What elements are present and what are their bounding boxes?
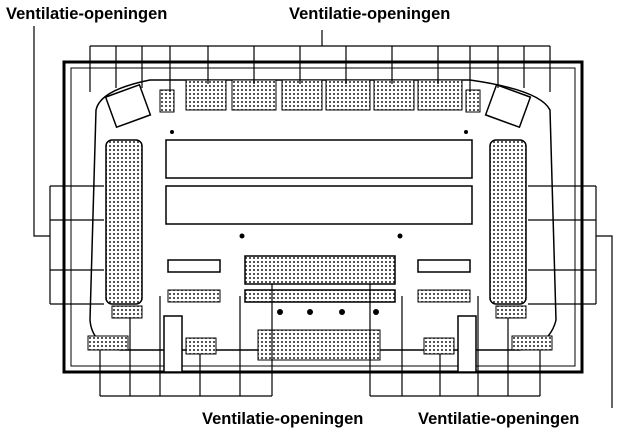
vent-grille [87, 335, 129, 351]
vent-grille [281, 79, 323, 111]
center-vent-lower [244, 289, 396, 303]
vent-grille [511, 335, 553, 351]
leaders-top-center [89, 30, 551, 92]
side-vent-right [489, 139, 527, 305]
rear-panel-upper [165, 139, 473, 179]
leaders-left [33, 26, 104, 305]
top-vent-grilles [185, 79, 463, 111]
slot [167, 259, 221, 273]
corner-bracket [484, 83, 532, 129]
label-vents-bottom-left: Ventilatie-openingen [202, 410, 364, 428]
stand-right [457, 315, 477, 373]
slot [417, 259, 471, 273]
label-vents-top-center: Ventilatie-openingen [289, 5, 451, 23]
vent-grille [465, 89, 481, 113]
vent-grille [417, 289, 471, 303]
vent-grille [185, 79, 227, 111]
center-vent-upper [244, 255, 396, 285]
vent-grille [373, 79, 415, 111]
vent-grille [231, 79, 277, 111]
screw-holes [170, 130, 468, 315]
vent-grille [423, 337, 455, 355]
vent-grille [417, 79, 463, 111]
side-vent-left [105, 139, 143, 305]
bottom-vent-center [257, 329, 381, 361]
vent-grille [159, 89, 175, 113]
stand-left [163, 315, 183, 373]
leaders-bottom-right [369, 284, 541, 397]
vent-grille [185, 337, 217, 355]
label-vents-bottom-right: Ventilatie-openingen [418, 410, 580, 428]
vent-grille [495, 305, 527, 319]
tv-inner-frame [70, 67, 576, 367]
corner-bracket [104, 83, 152, 129]
leaders-right [528, 185, 613, 408]
vent-grille [167, 289, 221, 303]
leaders-bottom-left [99, 284, 273, 397]
vent-grille [325, 79, 371, 111]
rear-panel-middle [165, 185, 473, 225]
vent-grille [111, 305, 143, 319]
label-vents-top-left: Ventilatie-openingen [6, 5, 168, 23]
